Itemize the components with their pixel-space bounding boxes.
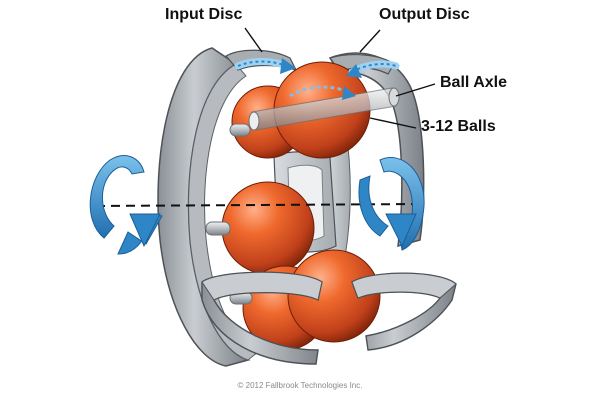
ball-axles (205, 87, 400, 305)
output-disc-label: Output Disc (379, 6, 470, 23)
rotation-arrow-left-icon (89, 155, 163, 255)
ball-middle (221, 181, 315, 275)
ball-bottom (287, 249, 381, 343)
copyright-notice: © 2012 Fallbrook Technologies Inc. (237, 381, 363, 390)
rotation-arrow-right-icon (358, 157, 425, 251)
flow-arrow-icon (234, 58, 400, 100)
balls-count-label: 3-12 Balls (421, 118, 496, 135)
leader-lines (244, 27, 436, 129)
disc-cutaway-front (201, 271, 457, 365)
input-disc-label: Input Disc (165, 6, 243, 23)
ball-axle-label: Ball Axle (440, 74, 507, 91)
